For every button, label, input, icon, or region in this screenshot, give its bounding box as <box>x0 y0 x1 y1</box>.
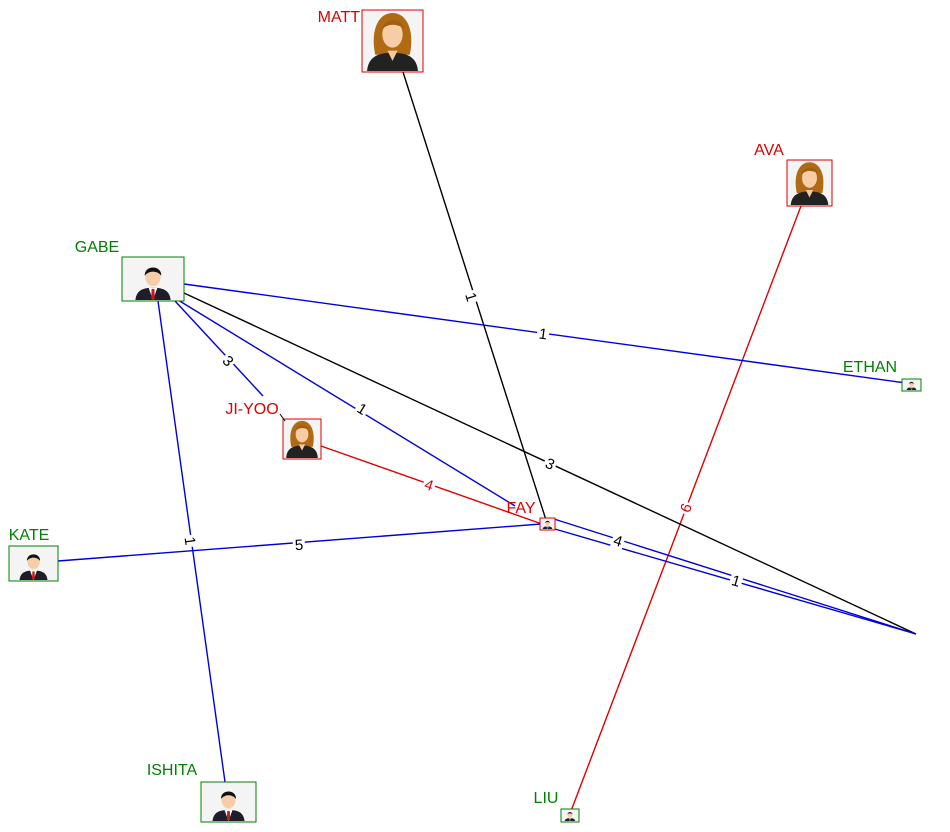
node-ava[interactable]: AVA <box>754 142 832 206</box>
node-matt[interactable]: MATT <box>318 9 423 72</box>
edge-weight-label: 5 <box>294 537 304 555</box>
node-label-jiyoo: JI-YOO <box>225 401 278 418</box>
node-kate[interactable]: KATE <box>9 527 58 581</box>
edge-gabe-jiyoo[interactable] <box>175 301 263 396</box>
node-jiyoo[interactable]: JI-YOO <box>225 401 321 459</box>
node-label-kate: KATE <box>9 527 50 544</box>
node-label-liu: LIU <box>534 790 559 807</box>
node-label-gabe: GABE <box>75 239 119 256</box>
node-ishita[interactable]: ISHITA <box>147 762 256 822</box>
node-gabe[interactable]: GABE <box>75 239 184 301</box>
node-label-fay: FAY <box>506 500 535 517</box>
node-label-ava: AVA <box>754 142 784 159</box>
nodes-layer: MATT AVA GABE ETHAN JI-YOO FAY KATE ISHITA LIU <box>9 9 921 822</box>
node-ethan[interactable]: ETHAN <box>843 359 921 391</box>
node-label-matt: MATT <box>318 9 361 26</box>
node-label-ishita: ISHITA <box>147 762 198 779</box>
node-label-ethan: ETHAN <box>843 359 897 376</box>
